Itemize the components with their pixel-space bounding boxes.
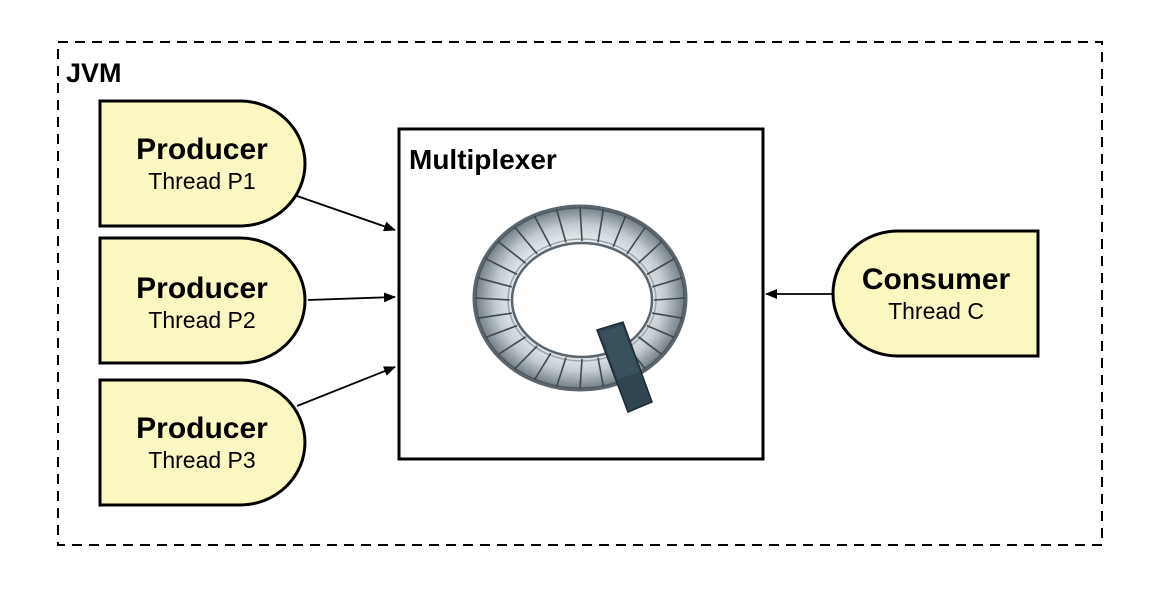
ring-segment-line bbox=[555, 209, 567, 243]
ring-segment-line bbox=[653, 297, 686, 301]
ring-segment-line bbox=[651, 277, 683, 288]
producer-p2-shape bbox=[98, 236, 307, 365]
jvm-label: JVM bbox=[66, 58, 122, 88]
ring-segment-line bbox=[497, 336, 527, 356]
ring-segment-line bbox=[646, 257, 675, 276]
ring-segment-line bbox=[626, 226, 647, 255]
ring-segment-line bbox=[477, 277, 513, 288]
producer-p3-title: Producer bbox=[136, 412, 268, 445]
ring-segment-line bbox=[474, 297, 511, 301]
ring-segment-line bbox=[513, 345, 538, 370]
ring-segment-line bbox=[579, 206, 583, 242]
ring-segment-line bbox=[485, 324, 518, 339]
ring-segment-line bbox=[485, 257, 518, 276]
ring-segment-line bbox=[477, 312, 512, 319]
consumer-shape bbox=[831, 229, 1040, 358]
consumer-title: Consumer bbox=[861, 263, 1011, 296]
arrow-p3-to-multiplexer bbox=[296, 366, 396, 407]
producer-p3-node: Producer Thread P3 bbox=[92, 412, 312, 474]
ring-segment-line bbox=[652, 312, 683, 319]
multiplexer-label: Multiplexer bbox=[409, 144, 557, 175]
ring-segment-line bbox=[555, 357, 567, 387]
ring-segment-line bbox=[646, 324, 675, 339]
producer-p1-title: Producer bbox=[136, 133, 268, 166]
ring-segment-line bbox=[533, 352, 552, 381]
producer-p3-shape bbox=[98, 378, 307, 507]
consumer-subtitle: Thread C bbox=[888, 298, 984, 324]
ring-segment-line bbox=[597, 209, 605, 243]
producer-p1-shape bbox=[98, 99, 307, 228]
producer-p2-title: Producer bbox=[136, 272, 268, 305]
producer-p2-node: Producer Thread P2 bbox=[92, 272, 312, 334]
consumer-node: Consumer Thread C bbox=[826, 263, 1046, 325]
ring-buffer-icon bbox=[472, 204, 688, 413]
ring-segment-line bbox=[637, 336, 663, 356]
producer-p1-node: Producer Thread P1 bbox=[92, 133, 312, 195]
arrow-p1-to-multiplexer bbox=[296, 195, 396, 232]
producer-p3-subtitle: Thread P3 bbox=[148, 447, 256, 473]
producer-p1-subtitle: Thread P1 bbox=[148, 168, 256, 194]
jvm-container bbox=[57, 41, 1103, 546]
ring-segment-line bbox=[612, 215, 627, 248]
producer-p2-subtitle: Thread P2 bbox=[148, 307, 256, 333]
arrow-p2-to-multiplexer bbox=[307, 292, 396, 303]
ring-segment-line bbox=[637, 240, 663, 264]
ring-segment-line bbox=[579, 358, 583, 390]
ring-segment-line bbox=[497, 240, 527, 264]
ring-segment-line bbox=[513, 226, 538, 255]
ring-segment-line bbox=[597, 357, 605, 387]
ring-segment-line bbox=[533, 215, 552, 248]
